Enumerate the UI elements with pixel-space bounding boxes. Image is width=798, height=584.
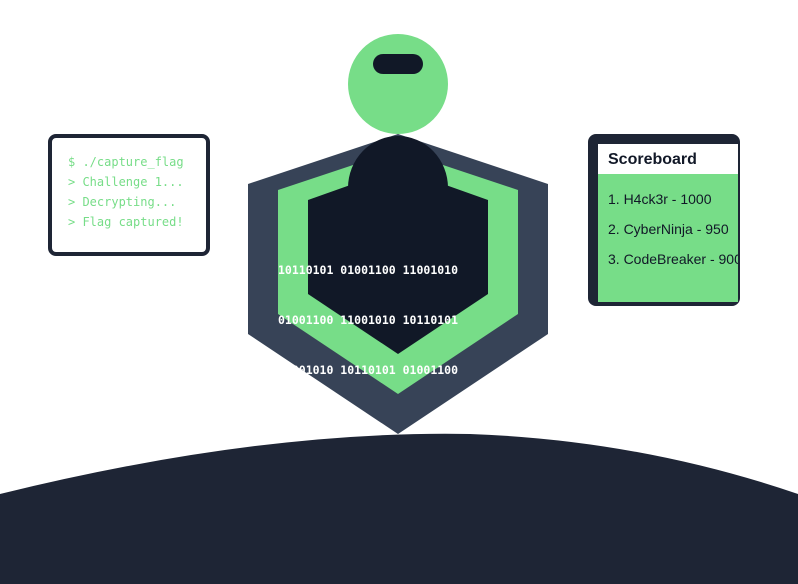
- scoreboard-header: [598, 144, 738, 174]
- hacker-head-icon: [348, 34, 448, 134]
- scoreboard-title: Scoreboard: [608, 151, 697, 168]
- scoreboard-panel: Scoreboard 1. H4ck3r - 1000 2. CyberNinj…: [588, 134, 740, 306]
- visor-icon: [373, 54, 423, 74]
- scoreboard-entry: 2. CyberNinja - 950: [608, 221, 729, 237]
- binary-row: 01001100 11001010 10110101: [278, 313, 458, 327]
- scoreboard-entry: 3. CodeBreaker - 900: [608, 251, 738, 267]
- scoreboard-list: 1. H4ck3r - 1000 2. CyberNinja - 950 3. …: [598, 174, 738, 302]
- terminal-line: $ ./capture_flag: [68, 155, 184, 169]
- binary-row: 11001010 10110101 01001100: [278, 363, 458, 377]
- binary-row: 10110101 01001100 11001010: [278, 263, 458, 277]
- hacker-body: [348, 136, 448, 222]
- ground-hill: [0, 433, 798, 584]
- terminal-line: > Challenge 1...: [68, 175, 184, 189]
- terminal-line: > Flag captured!: [68, 215, 184, 229]
- scoreboard-entry: 1. H4ck3r - 1000: [608, 191, 712, 207]
- terminal-line: > Decrypting...: [68, 195, 177, 209]
- terminal-window: $ ./capture_flag > Challenge 1... > Decr…: [48, 134, 210, 256]
